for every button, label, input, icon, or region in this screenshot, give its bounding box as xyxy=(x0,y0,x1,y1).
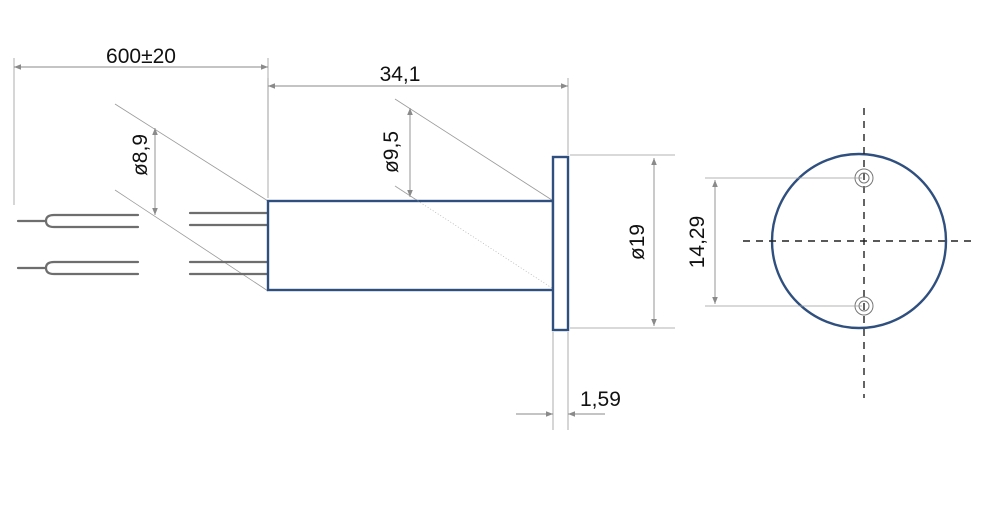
flange-thickness-dimension: 1,59 xyxy=(516,332,621,430)
front-view xyxy=(743,108,972,398)
connector-pins xyxy=(188,211,270,276)
body-length-label: 34,1 xyxy=(380,63,421,86)
flange-diameter-dimension: ø19 xyxy=(570,154,675,329)
wire-loop-bottom xyxy=(44,260,140,276)
cable-wires xyxy=(16,213,140,276)
body-section-line xyxy=(394,185,556,291)
cable-length-dimension: 600±20 xyxy=(13,45,269,205)
hole-spacing-label: 14,29 xyxy=(686,216,709,269)
hole-spacing-dimension: 14,29 xyxy=(686,177,862,307)
pin-spacing-label: ø8,9 xyxy=(129,134,152,176)
body-diameter-label: ø9,5 xyxy=(380,131,403,173)
cable-length-label: 600±20 xyxy=(106,45,176,68)
pin-pair-bottom xyxy=(188,260,270,276)
pin-pair-top xyxy=(188,211,270,227)
flange-diameter-label: ø19 xyxy=(626,224,649,260)
connector-flange xyxy=(551,155,570,332)
wire-loop-top xyxy=(44,213,140,229)
flange-thickness-label: 1,59 xyxy=(580,388,621,411)
connector-body xyxy=(266,199,555,292)
body-length-dimension: 34,1 xyxy=(267,63,569,198)
